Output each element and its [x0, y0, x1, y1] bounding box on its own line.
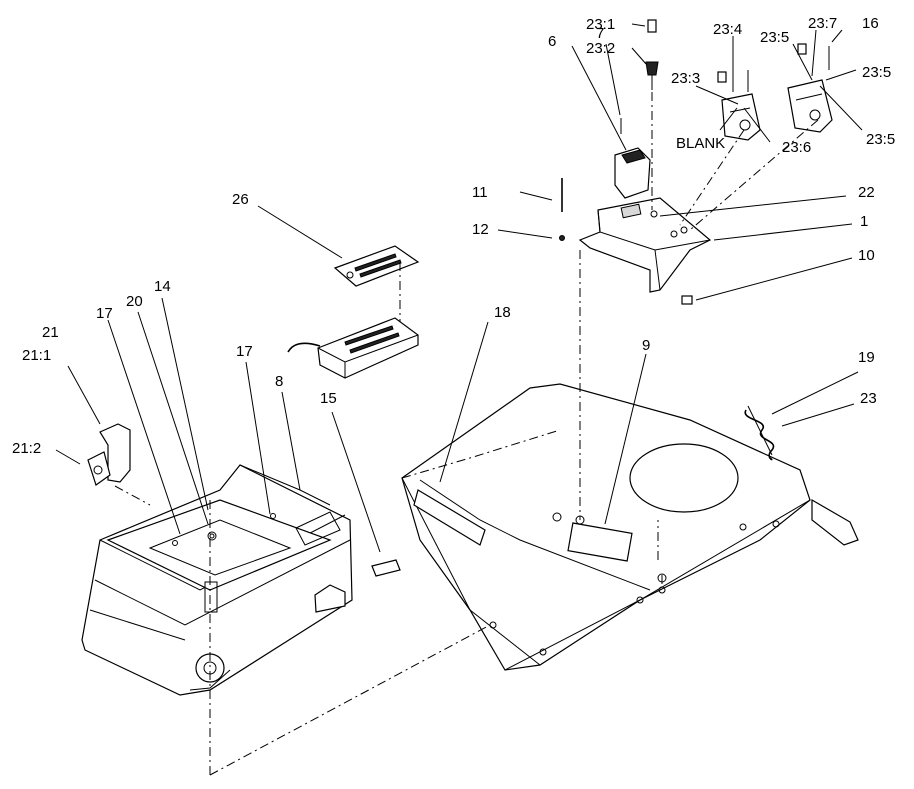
decal [333, 245, 420, 287]
label-23-1: 23:1 [586, 16, 615, 33]
label-9: 9 [642, 337, 650, 354]
assembly-lines [114, 92, 819, 776]
label-1: 1 [860, 213, 868, 230]
label-23-5-b: 23:5 [862, 64, 891, 81]
spring [744, 405, 775, 461]
mounting-bracket [578, 197, 712, 293]
label-23-3: 23:3 [671, 70, 700, 87]
callout-labels: 23:1 23:2 7 6 23:4 23:3 BLANK 23:6 23:5 … [12, 15, 895, 457]
label-8: 8 [275, 373, 283, 390]
label-23-6: 23:6 [782, 139, 811, 156]
label-21: 21 [42, 324, 59, 341]
label-17-a: 17 [96, 305, 113, 322]
label-26: 26 [232, 191, 249, 208]
label-23-2: 23:2 [586, 40, 615, 57]
label-17-b: 17 [236, 343, 253, 360]
label-10: 10 [858, 247, 875, 264]
switch [614, 147, 651, 199]
label-7: 7 [596, 25, 604, 42]
label-21-1: 21:1 [22, 347, 51, 364]
label-23: 23 [860, 390, 877, 407]
label-11: 11 [472, 184, 488, 201]
label-19: 19 [858, 349, 875, 366]
label-23-7: 23:7 [808, 15, 837, 32]
label-23-5-c: 23:5 [866, 131, 895, 148]
label-6: 6 [548, 33, 556, 50]
label-14: 14 [154, 278, 171, 295]
label-20: 20 [126, 293, 143, 310]
label-23-4: 23:4 [713, 21, 742, 38]
small-parts-left [87, 423, 401, 577]
control-module [287, 317, 419, 379]
label-blank: BLANK [676, 135, 725, 152]
relay-housing-right [787, 79, 833, 133]
label-21-2: 21:2 [12, 440, 41, 457]
label-22: 22 [858, 184, 875, 201]
control-console [81, 464, 353, 696]
label-23-5-a: 23:5 [760, 29, 789, 46]
floor-pan [401, 383, 859, 671]
leader-lines [55, 23, 863, 553]
fasteners [559, 19, 830, 305]
label-18: 18 [494, 304, 511, 321]
label-15: 15 [320, 390, 337, 407]
label-12: 12 [472, 221, 489, 238]
relay-housing-left [721, 93, 761, 141]
label-16: 16 [862, 15, 879, 32]
